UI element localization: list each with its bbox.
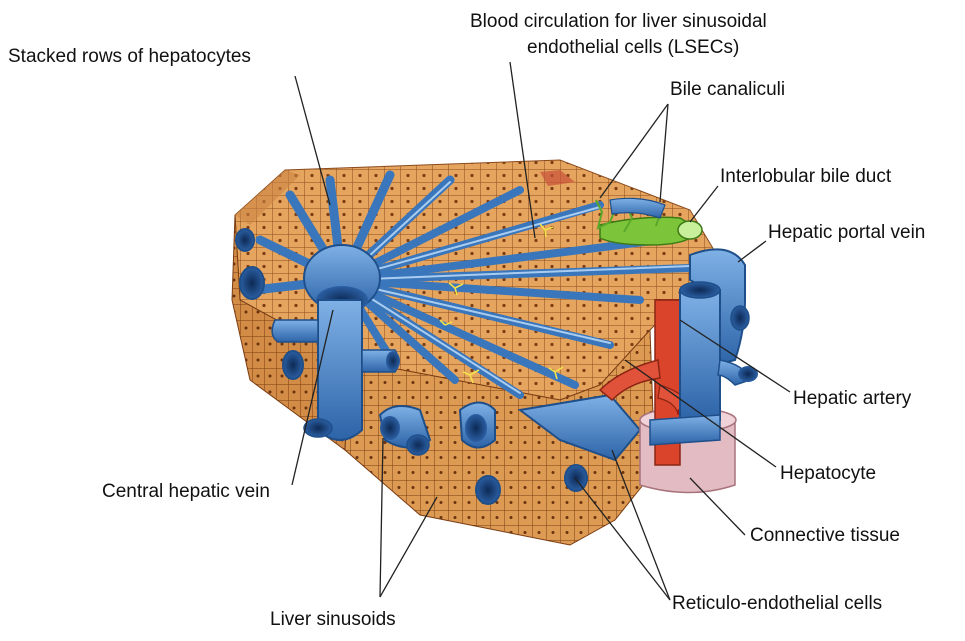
label-stacked-rows: Stacked rows of hepatocytes [8,45,251,68]
label-hepatocyte: Hepatocyte [780,462,876,485]
leader-interlobular-bile-duct [690,186,718,222]
label-reticulo-endothelial: Reticulo-endothelial cells [672,592,882,615]
leader-bile-canaliculi-a [600,104,668,198]
label-bile-canaliculi: Bile canaliculi [670,78,785,101]
label-liver-sinusoids: Liver sinusoids [270,608,396,631]
label-connective-tissue: Connective tissue [750,524,900,547]
leader-liver-sinusoids-b [380,497,437,597]
leader-bile-canaliculi-b [660,104,668,202]
label-hepatic-artery: Hepatic artery [793,387,911,410]
label-hepatic-portal-vein: Hepatic portal vein [768,221,925,244]
label-blood-circulation-line2: endothelial cells (LSECs) [527,36,739,59]
label-blood-circulation-line1: Blood circulation for liver sinusoidal [470,10,767,33]
label-central-hepatic-vein: Central hepatic vein [102,480,270,503]
leader-hepatic-portal-vein [738,241,766,262]
label-interlobular-bile-duct: Interlobular bile duct [720,165,891,188]
